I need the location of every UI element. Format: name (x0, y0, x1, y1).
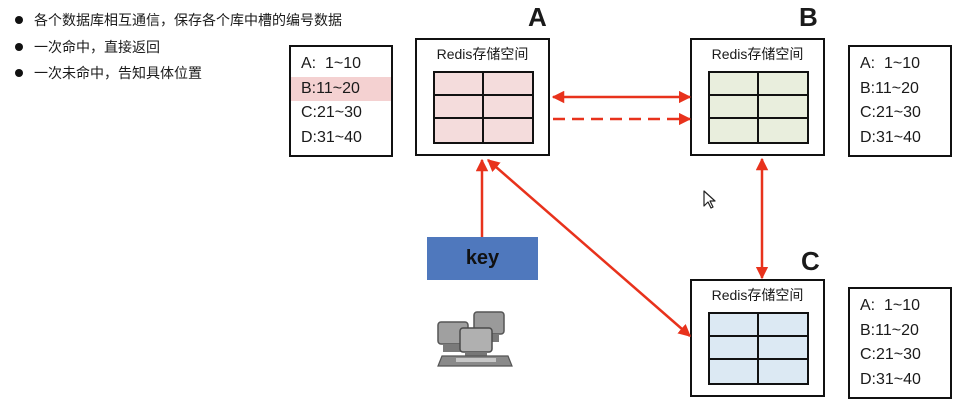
slot-range-table-a: A: 1~10 B:11~20 C:21~30 D:31~40 (289, 45, 393, 157)
redis-node-title: Redis存储空间 (711, 287, 804, 303)
node-label-a: A (528, 2, 547, 32)
redis-node-title: Redis存储空间 (436, 46, 529, 62)
bullet-item: 一次未命中，告知具体位置 (14, 61, 342, 88)
bullet-list: 各个数据库相互通信，保存各个库中槽的编号数据 一次命中，直接返回 一次未命中，告… (14, 8, 342, 88)
range-row: A: 1~10 (301, 55, 362, 72)
computer-cluster-icon (437, 311, 513, 367)
node-label-b: B (799, 2, 818, 32)
range-row: D:31~40 (860, 128, 921, 146)
slot-range-table-b: A: 1~10 B:11~20 C:21~30 D:31~40 (848, 45, 952, 157)
redis-node-title: Redis存储空间 (711, 46, 804, 62)
redis-node-b: Redis存储空间 (690, 38, 825, 156)
range-row: C:21~30 (860, 346, 921, 363)
range-row-highlighted: B:11~20 (291, 76, 391, 101)
range-row: B:11~20 (860, 321, 919, 339)
range-row: C:21~30 (860, 104, 921, 121)
range-row: A: 1~10 (860, 55, 921, 72)
arrow-a-c (487, 159, 691, 337)
bullet-item: 各个数据库相互通信，保存各个库中槽的编号数据 (14, 8, 342, 35)
range-row: A: 1~10 (860, 297, 921, 314)
range-row: D:31~40 (301, 128, 362, 146)
slot-range-table-c: A: 1~10 B:11~20 C:21~30 D:31~40 (848, 287, 952, 399)
redis-node-c: Redis存储空间 (690, 279, 825, 397)
slot-grid-c (708, 312, 809, 385)
node-label-c: C (801, 246, 820, 276)
slot-grid-a (433, 71, 534, 144)
range-row: C:21~30 (301, 104, 362, 121)
cursor-icon (703, 190, 716, 209)
bullet-item: 一次命中，直接返回 (14, 35, 342, 62)
range-row: D:31~40 (860, 370, 921, 388)
redis-node-a: Redis存储空间 (415, 38, 550, 156)
slot-grid-b (708, 71, 809, 144)
range-row: B:11~20 (860, 79, 919, 97)
